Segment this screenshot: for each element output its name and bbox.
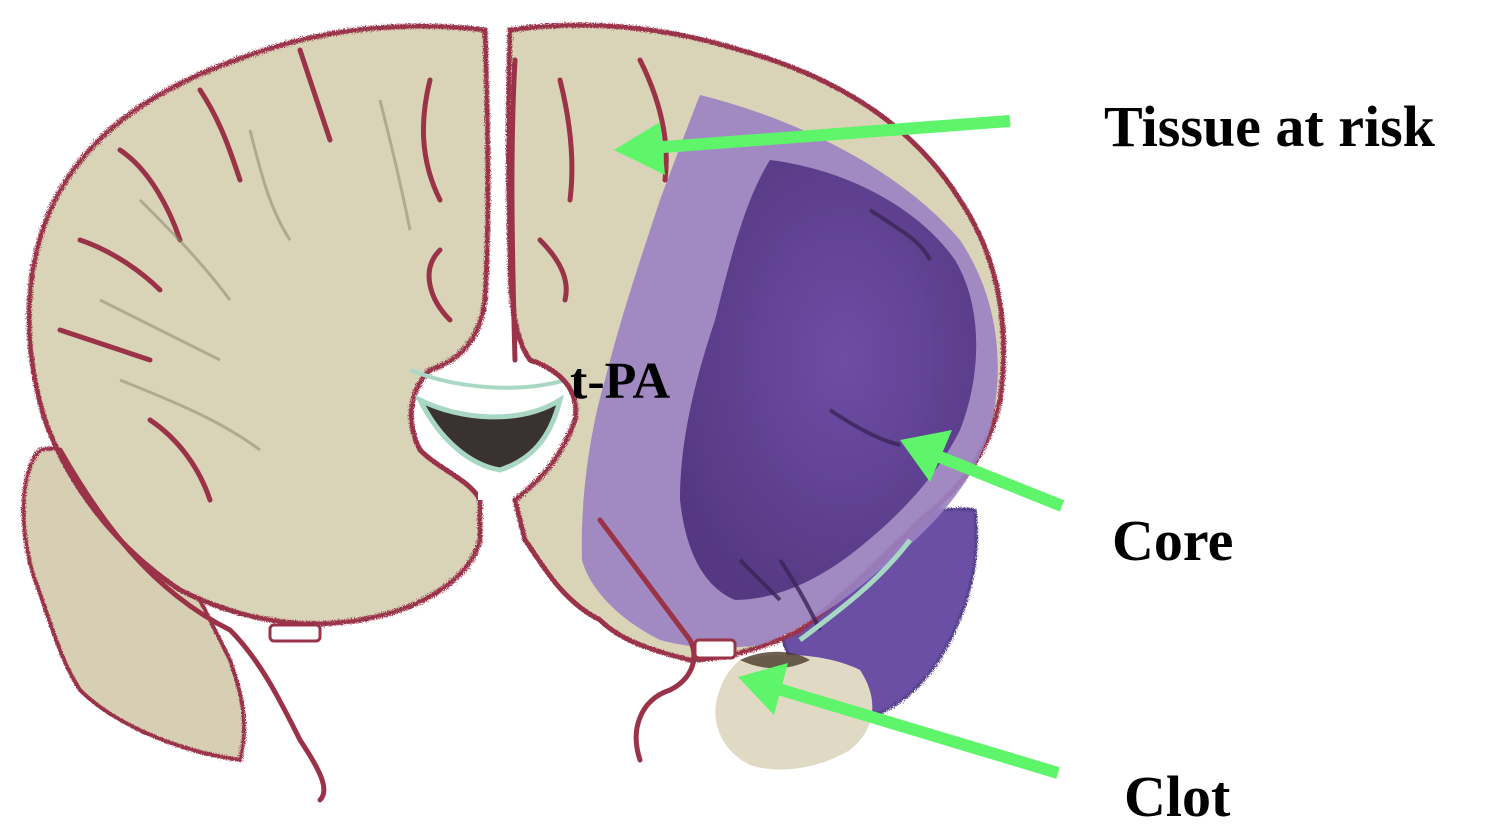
core-label: Core bbox=[1112, 512, 1233, 570]
left-vessel-gap bbox=[270, 625, 320, 641]
left-hemisphere bbox=[24, 26, 489, 760]
clot-label: Clot bbox=[1124, 768, 1230, 826]
tpa-label: t-PA bbox=[570, 356, 670, 408]
tissue-at-risk-label: Tissue at risk bbox=[1104, 98, 1435, 156]
